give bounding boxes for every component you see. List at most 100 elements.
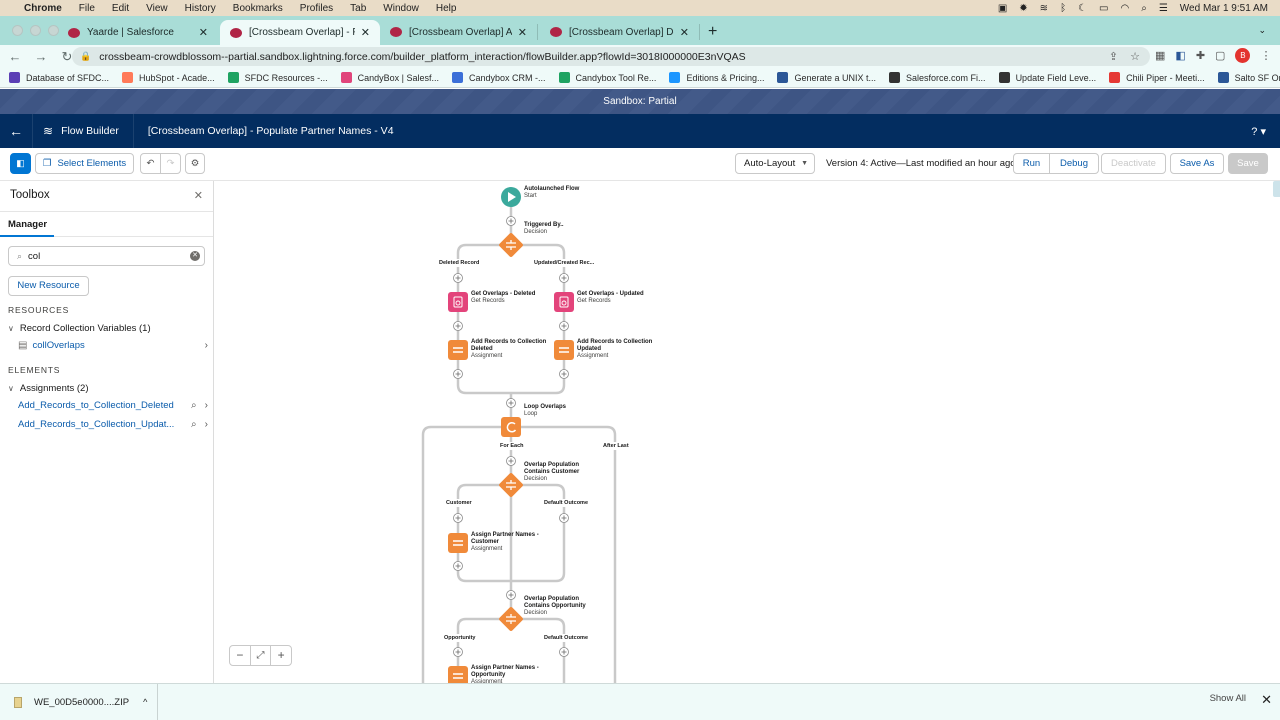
chevron-right-icon[interactable]: › [204,340,208,351]
close-tab-icon[interactable]: ✕ [517,26,527,39]
menu-file[interactable]: File [78,2,95,14]
resource-group-record-collection[interactable]: ∨ Record Collection Variables (1) [8,323,151,334]
outcome-deleted-record[interactable]: Deleted Record [436,259,483,267]
decision-node-opportunity[interactable] [498,606,523,631]
loop-after-last-branch[interactable]: After Last [600,442,632,450]
spotlight-search-icon[interactable]: ⌕ [1141,2,1147,14]
get-records-node-deleted[interactable] [448,292,468,312]
select-elements-button[interactable]: ❐ Select Elements [35,153,134,174]
close-tab-icon[interactable]: ✕ [360,27,370,39]
browser-tab[interactable]: Yaarde | Salesforce ✕ [58,20,218,45]
layout-mode-select[interactable]: Auto-Layout ▼ [735,153,815,174]
search-icon[interactable]: ⌕ [191,400,197,411]
back-arrow-icon[interactable]: ← [0,114,33,148]
assignment-node-updated[interactable] [554,340,574,360]
qr-extension-icon[interactable]: ▦ [1155,50,1166,62]
outcome-opportunity[interactable]: Opportunity [441,634,479,642]
menu-window[interactable]: Window [383,2,419,14]
bookmark-item[interactable]: Generate a UNIX t... [777,72,876,83]
outcome-default-opportunity[interactable]: Default Outcome [541,634,592,642]
menu-help[interactable]: Help [435,2,457,14]
element-item-label[interactable]: Add_Records_to_Collection_Deleted [18,400,174,411]
close-window-button[interactable] [12,25,23,36]
save-button[interactable]: Save [1228,153,1268,174]
outcome-updated-created[interactable]: Updated/Created Rec... [531,259,598,267]
bookmark-item[interactable]: Database of SFDC... [9,72,109,83]
fit-view-button[interactable]: ⤢ [251,646,272,665]
battery-icon[interactable]: ▭ [1099,2,1109,14]
help-menu-button[interactable]: ? ▾ [1251,125,1266,138]
chevron-right-icon[interactable]: › [204,400,208,411]
menu-profiles[interactable]: Profiles [299,2,334,14]
browser-tab-active[interactable]: [Crossbeam Overlap] - Populate Partner N… [220,20,380,45]
tab-search-chevron-icon[interactable]: ⌄ [1258,25,1266,35]
menu-tab[interactable]: Tab [350,2,367,14]
heat-icon[interactable]: ≋ [1039,2,1049,14]
maximize-window-button[interactable] [48,25,59,36]
chrome-menu-icon[interactable]: ⋮ [1260,50,1272,62]
bookmark-item[interactable]: CandyBox | Salesf... [340,72,439,83]
decision-node-customer[interactable] [498,472,523,497]
moon-icon[interactable]: ☾ [1078,2,1088,14]
save-as-button[interactable]: Save As [1170,153,1224,174]
url-text[interactable]: crossbeam-crowdblossom--partial.sandbox.… [99,50,746,63]
menu-view[interactable]: View [146,2,168,14]
back-button[interactable]: ← [8,49,22,64]
control-center-icon[interactable]: ☰ [1158,2,1168,14]
bluetooth-icon[interactable]: ᛒ [1060,2,1067,14]
loop-for-each-branch[interactable]: For Each [497,442,527,450]
get-records-node-updated[interactable] [554,292,574,312]
menu-bookmarks[interactable]: Bookmarks [232,2,283,14]
undo-button[interactable]: ↶ [140,153,161,174]
status-app-icon[interactable]: ▣ [997,2,1008,14]
bookmark-item[interactable]: Candybox CRM -... [452,72,546,83]
debug-button[interactable]: Debug [1049,153,1099,174]
close-downloads-bar-icon[interactable]: ✕ [1261,692,1272,707]
bookmark-item[interactable]: HubSpot - Acade... [122,72,215,83]
close-icon[interactable]: ✕ [193,190,203,202]
close-tab-icon[interactable]: ✕ [679,26,689,39]
search-value[interactable]: col [28,250,41,262]
clear-search-icon[interactable]: ✕ [190,251,200,261]
wifi-icon[interactable]: ◠ [1120,2,1130,14]
new-tab-button[interactable]: + [708,23,718,40]
profile-avatar[interactable]: B [1235,48,1251,63]
share-icon[interactable]: ⇪ [1108,51,1119,63]
minimize-window-button[interactable] [30,25,41,36]
lock-icon[interactable]: 🔒 [80,51,92,61]
extensions-puzzle-icon[interactable]: ✚ [1195,50,1206,62]
element-item-label[interactable]: Add_Records_to_Collection_Updat... [18,419,175,430]
toggle-toolbox-button[interactable]: ◧ [10,153,31,174]
chevron-right-icon[interactable]: › [204,419,208,430]
bookmark-item[interactable]: Chili Piper - Meeti... [1109,72,1205,83]
menu-edit[interactable]: Edit [111,2,130,14]
zoom-out-button[interactable]: − [230,646,251,665]
menu-chrome[interactable]: Chrome [24,2,62,14]
outcome-customer[interactable]: Customer [443,499,475,507]
resource-item-label[interactable]: collOverlaps [32,340,85,351]
show-all-downloads-button[interactable]: Show All [1209,693,1246,704]
bookmark-item[interactable]: Update Field Leve... [998,72,1096,83]
reload-button[interactable]: ↻ [61,48,73,64]
download-item[interactable]: WE_00D5e0000....ZIP ^ [0,684,158,720]
browser-tab[interactable]: [Crossbeam Overlap] After Save ✕ [380,24,538,40]
decision-node-triggered-by[interactable] [498,232,523,257]
bookmark-star-icon[interactable]: ☆ [1130,51,1140,63]
flow-properties-button[interactable]: ⚙ [185,153,205,174]
toolbox-search-input[interactable]: ⌕ col ✕ [8,246,205,266]
bookmark-item[interactable]: SFDC Resources -... [227,72,328,83]
side-panel-handle[interactable] [1273,181,1280,197]
redo-button[interactable]: ↷ [160,153,181,174]
close-tab-icon[interactable]: ✕ [198,27,208,39]
password-extension-icon[interactable]: ◧ [1175,50,1186,62]
bookmark-item[interactable]: Salesforce.com Fi... [889,72,986,83]
forward-button[interactable]: → [34,49,48,64]
deactivate-button[interactable]: Deactivate [1101,153,1166,174]
browser-tab[interactable]: [Crossbeam Overlap] Deleted ✕ [540,24,700,40]
zoom-in-button[interactable]: + [277,648,285,662]
menu-history[interactable]: History [184,2,216,14]
tab-manager[interactable]: Manager [0,212,54,237]
chevron-up-icon[interactable]: ^ [143,697,148,707]
loop-node[interactable] [501,417,521,437]
